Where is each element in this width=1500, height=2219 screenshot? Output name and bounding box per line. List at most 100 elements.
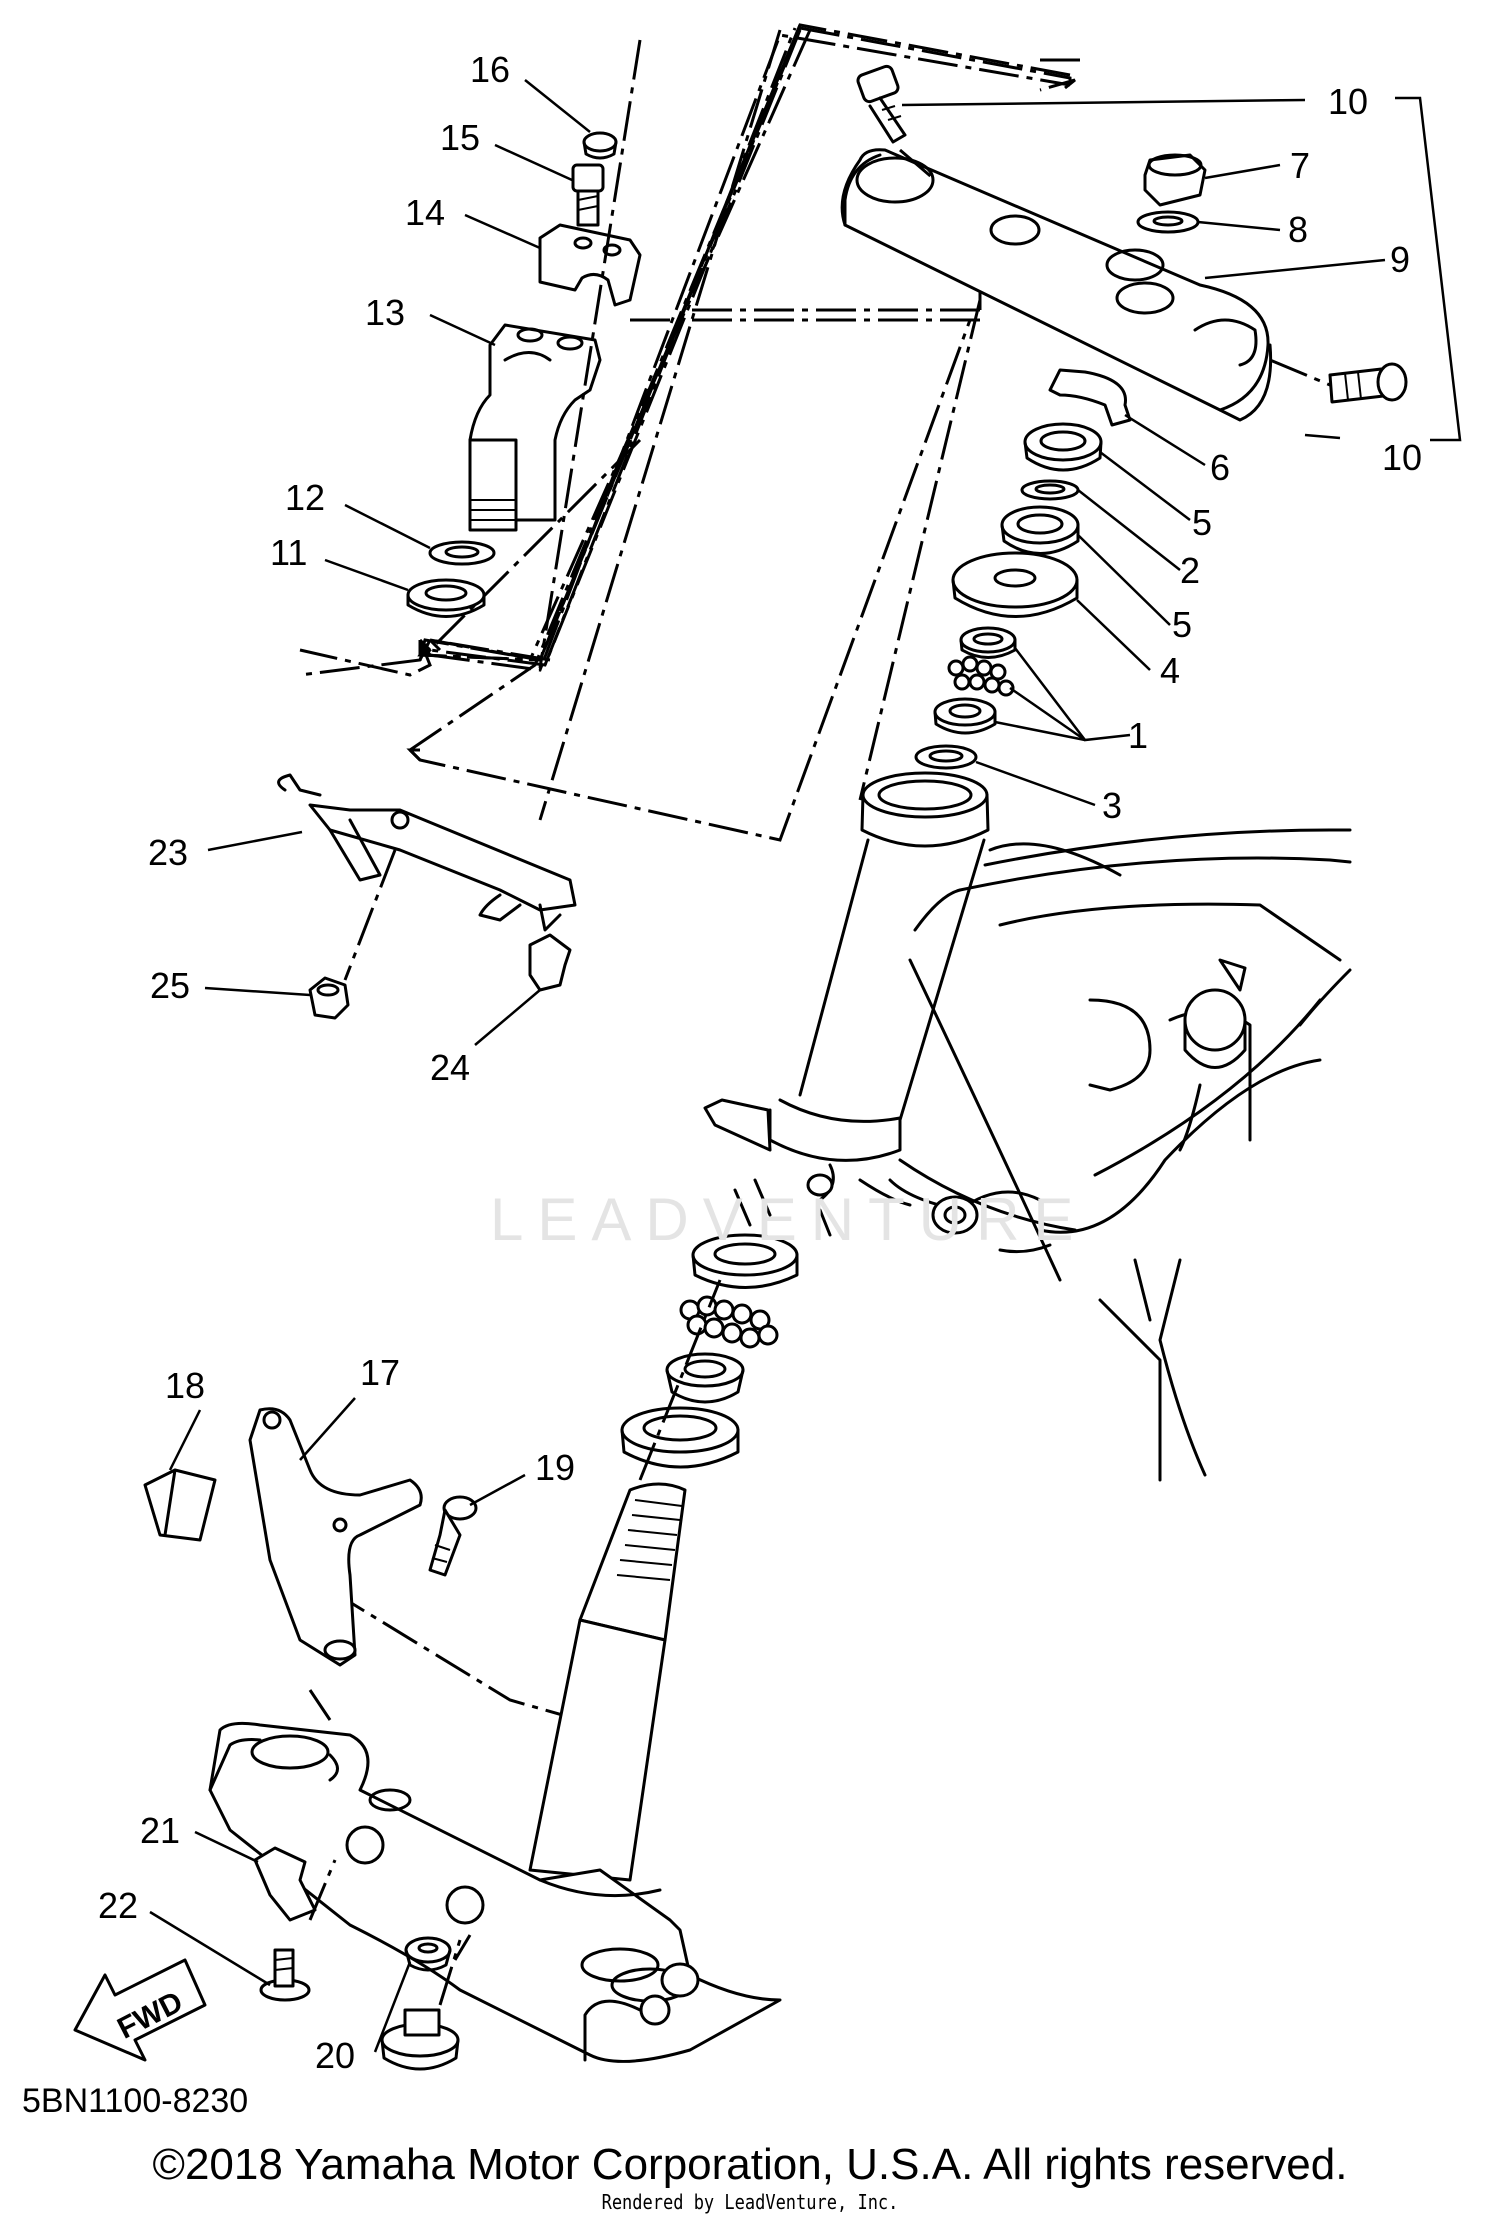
part-11-damper: [406, 578, 486, 618]
part-7-crown-nut: [1143, 153, 1207, 207]
part-17-bracket: [248, 1407, 423, 1667]
leader-19: [469, 1473, 526, 1507]
leader-23: [207, 830, 303, 852]
callout-7: 7: [1290, 145, 1310, 186]
callout-8: 8: [1288, 209, 1308, 250]
dash-v-clamp: [538, 39, 642, 669]
watermark: LEADVENTURE: [490, 1186, 1088, 1253]
part-2-washer: [1020, 479, 1080, 501]
callout-23: 23: [148, 832, 188, 873]
callout-21: 21: [140, 1810, 180, 1851]
dash-holder-bolt: [899, 148, 936, 182]
callout-18: 18: [165, 1365, 205, 1406]
leader-21: [194, 1830, 259, 1864]
callout-10a: 10: [1328, 81, 1368, 122]
callout-20: 20: [315, 2035, 355, 2076]
group-line-lower: [329, 1588, 581, 1722]
leader-4: [1076, 599, 1151, 671]
dash-cable-25: [343, 849, 397, 981]
callout-24: 24: [430, 1047, 470, 1088]
part-8-washer: [1136, 210, 1200, 234]
bracket-10: [1395, 96, 1462, 442]
callout-5b: 5: [1172, 604, 1192, 645]
part-22-bolt: [259, 1948, 311, 2002]
callout-6: 6: [1210, 447, 1230, 488]
leader-8: [1197, 220, 1281, 232]
callout-5a: 5: [1192, 502, 1212, 543]
callout-22: 22: [98, 1885, 138, 1926]
callout-14: 14: [405, 192, 445, 233]
frame-lower-boss: [806, 1173, 979, 1235]
part-24-clip: [528, 933, 572, 992]
callout-19: 19: [535, 1447, 575, 1488]
callout-25: 25: [150, 965, 190, 1006]
callout-3: 3: [1102, 785, 1122, 826]
leader-3: [975, 760, 1096, 807]
frame-head-pipe: [703, 771, 1352, 1482]
rendered-by-notice: Rendered by LeadVenture, Inc.: [601, 2190, 899, 2214]
leader-5b: [1077, 534, 1171, 626]
leader-13: [429, 313, 496, 347]
callout-11: 11: [270, 532, 307, 573]
part-1-bearing-race-lower: [933, 697, 997, 735]
dash-21: [308, 1859, 337, 1921]
dash-bolt-side: [1269, 358, 1331, 387]
part-18-block: [143, 1468, 217, 1542]
lower-bearing-cone: [665, 1352, 745, 1404]
part-3-washer: [914, 744, 978, 770]
group-line-leftbox: [299, 639, 432, 677]
callout-12: 12: [285, 477, 325, 518]
box-left-group: [429, 27, 802, 662]
callout-16: 16: [470, 49, 510, 90]
leader-10b: [1304, 433, 1341, 440]
frame-engine-mount-boss: [1183, 958, 1247, 1069]
steering-stem: [528, 1482, 687, 1882]
box-stem-line: [408, 748, 422, 762]
part-5-ring-nut-upper: [1023, 422, 1103, 472]
leader-15: [494, 143, 573, 182]
part-14-clamp: [538, 223, 642, 307]
lower-dust-seal: [620, 1406, 740, 1469]
part-1-bearing-balls-upper: [947, 655, 1015, 697]
callout-17: 17: [360, 1352, 400, 1393]
part-1-bearing-race-upper: [959, 626, 1017, 659]
part-15-bolt: [571, 163, 605, 227]
part-5-ring-nut-lower: [1000, 505, 1080, 555]
copyright-notice: ©2018 Yamaha Motor Corporation, U.S.A. A…: [152, 2140, 1348, 2189]
leader-1b: [1009, 686, 1086, 742]
leader-17: [299, 1397, 356, 1461]
dash-holder-box: [429, 33, 1071, 672]
leader-11: [324, 558, 409, 592]
callout-2: 2: [1180, 550, 1200, 591]
part-19-bolt: [428, 1495, 478, 1577]
callout-13: 13: [365, 292, 405, 333]
box-riser: [418, 638, 541, 662]
leader-10a: [901, 98, 1306, 107]
dash-stem-lower: [638, 1279, 722, 1481]
leader-24: [474, 989, 541, 1046]
leader-5a: [1099, 451, 1191, 521]
leader-9: [1204, 258, 1386, 280]
part-12-washer: [428, 540, 496, 566]
leader-7: [1204, 163, 1281, 180]
leader-1c: [994, 720, 1086, 742]
part-25-nut: [308, 976, 350, 1020]
part-16-cap: [582, 131, 618, 160]
part-9-upper-bracket: [840, 148, 1273, 422]
fwd-arrow-icon: FWD: [73, 1958, 207, 2062]
leader-6: [1124, 413, 1206, 467]
part-10-bolt-side: [1328, 362, 1408, 404]
group-line-left-riser: [425, 637, 551, 662]
dash-20: [453, 1934, 472, 1961]
part-4-bearing-cover: [951, 551, 1079, 618]
leader-1: [1014, 647, 1131, 742]
dash-stemnut: [438, 1939, 462, 2006]
leader-25: [204, 986, 311, 997]
callout-15: 15: [440, 117, 480, 158]
leader-18: [168, 1409, 202, 1471]
under-bracket: [208, 1721, 782, 2063]
frame-left-upper: [418, 29, 802, 667]
callout-1: 1: [1128, 715, 1148, 756]
